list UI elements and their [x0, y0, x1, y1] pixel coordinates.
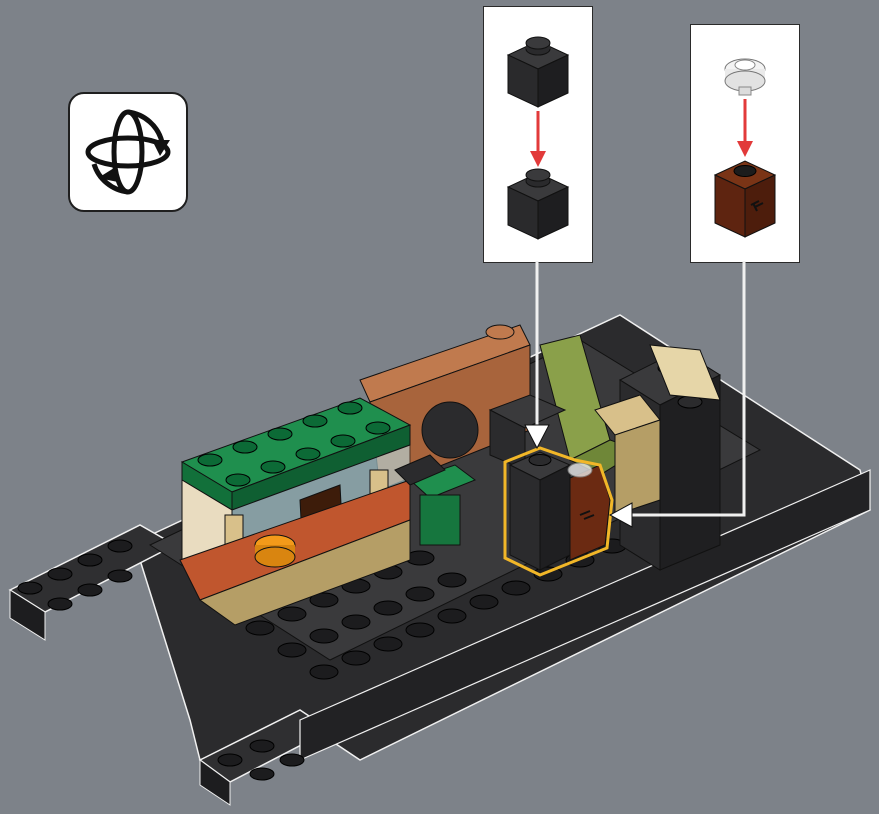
new-black-bricks: [490, 395, 612, 575]
callout-2-parts: [691, 25, 799, 262]
right-black-column: [620, 345, 720, 570]
black-brick-top: [508, 37, 568, 107]
green-bin: [395, 455, 475, 545]
callout-box-1: [483, 6, 593, 263]
green-roof: [182, 398, 410, 510]
rotate-model-badge: [68, 92, 188, 212]
baseplate: [10, 315, 870, 805]
baseplate-studs: [18, 525, 658, 780]
black-brick-bottom: [508, 169, 568, 239]
market-stall: [180, 445, 410, 625]
callout-connectors: [525, 261, 744, 527]
back-wall-bricks: [360, 325, 530, 490]
rotate-model-icon: [70, 94, 186, 210]
callout-1-parts: [484, 7, 592, 262]
trans-clear-round-plate: [725, 59, 765, 95]
reddish-brown-brick: [715, 161, 775, 237]
highlight-outline: [505, 448, 612, 575]
tan-shelf: [595, 395, 660, 515]
olive-seat: [540, 335, 640, 475]
callout-box-2: [690, 24, 800, 263]
